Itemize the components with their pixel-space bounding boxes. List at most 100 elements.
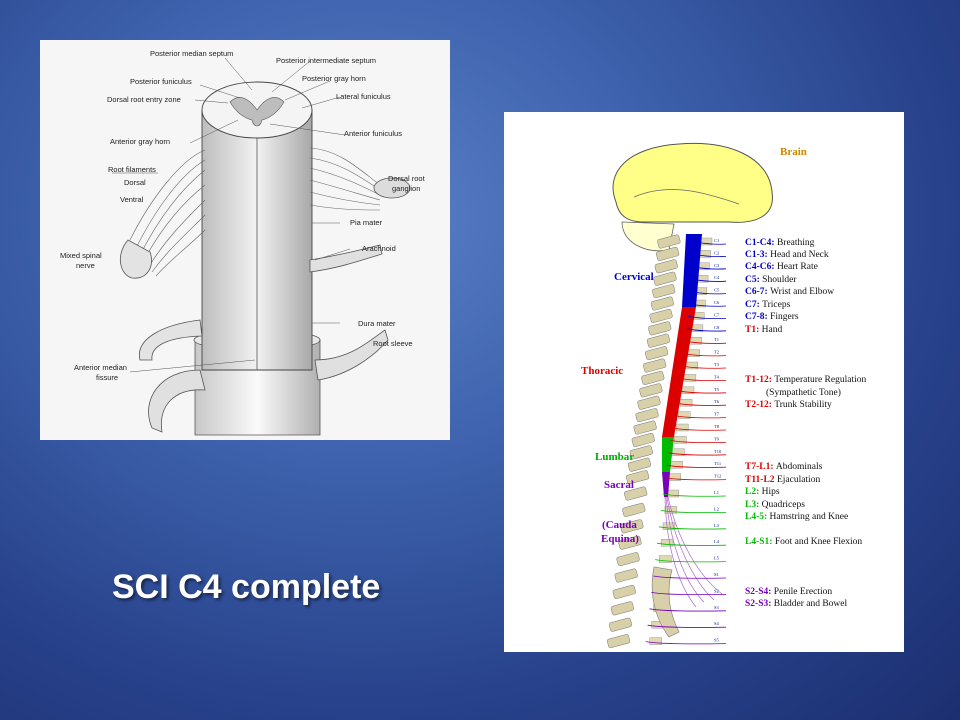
function-text: Triceps	[762, 300, 790, 310]
function-segment: C1-C4:	[745, 238, 777, 248]
vertebra-body	[627, 457, 652, 472]
function-text: Shoulder	[762, 275, 797, 285]
vertebra-body	[606, 634, 631, 649]
function-segment: S2-S4:	[745, 587, 774, 597]
root-sleeve-right-mid	[309, 244, 383, 273]
segment-label: T8	[714, 424, 720, 429]
nerve-line	[658, 526, 727, 530]
vertebra-body	[625, 470, 650, 485]
brain-label: Brain	[780, 146, 807, 158]
label-dorsal-root: Dorsal root	[388, 174, 426, 183]
function-segment: C6-7:	[745, 287, 770, 297]
nerve-line	[662, 493, 727, 497]
function-item: S2-S3: Bladder and Bowel	[745, 599, 847, 609]
function-item: C5: Shoulder	[745, 275, 797, 285]
function-segment: C7:	[745, 300, 762, 310]
function-text: Temperature Regulation	[774, 375, 866, 385]
nerve-line	[693, 266, 727, 270]
function-segment: T2-12:	[745, 400, 774, 410]
function-segment: C7-8:	[745, 312, 770, 322]
segment-label: L5	[714, 556, 720, 561]
nerve-line	[681, 365, 727, 369]
label-posterior-median-septum: Posterior median septum	[150, 49, 233, 58]
vertebra-process	[658, 555, 672, 563]
nerve-line	[655, 559, 727, 563]
label-anterior-median: Anterior median	[74, 363, 127, 372]
vertebra-body	[646, 333, 671, 348]
label-anterior-funiculus: Anterior funiculus	[344, 129, 402, 138]
nerve-line	[668, 452, 727, 456]
segment-label: T2	[714, 350, 719, 355]
function-item: T2-12: Trunk Stability	[745, 400, 832, 410]
region-lumbar: Lumbar	[595, 451, 634, 463]
segment-label: C8	[714, 325, 720, 330]
segment-label: C5	[714, 288, 720, 293]
brain-shape	[612, 142, 773, 223]
function-text: Foot and Knee Flexion	[775, 537, 863, 547]
vertebra-process	[674, 436, 687, 444]
function-segment: L4-S1:	[745, 537, 775, 547]
vertebra-body	[610, 601, 634, 616]
cord-cervical	[682, 234, 702, 307]
function-segment: L2:	[745, 487, 762, 497]
vertebra-body	[655, 246, 680, 261]
function-text: Heart Rate	[777, 262, 818, 272]
segment-label: S3	[714, 605, 720, 610]
brain-fold	[633, 189, 740, 205]
segment-label: C7	[714, 312, 720, 317]
segment-label: T3	[714, 362, 720, 367]
nerve-line	[685, 340, 727, 344]
vertebra-body	[657, 234, 681, 249]
sacrum-shape	[651, 566, 680, 638]
segment-label: C1	[714, 238, 719, 243]
nerve-line	[688, 316, 727, 320]
function-text: Head and Neck	[770, 250, 829, 260]
vertebra-body	[652, 284, 676, 299]
label-fissure: fissure	[96, 373, 118, 382]
vertebra-body	[654, 259, 678, 274]
root-filaments-right	[309, 147, 381, 211]
vertebra-body	[608, 617, 633, 632]
vertebra-process	[649, 637, 662, 645]
vertebra-process	[681, 386, 695, 394]
label-dorsal-root-entry-zone: Dorsal root entry zone	[107, 95, 181, 104]
nerve-line	[660, 510, 727, 514]
nerve-line	[695, 241, 727, 245]
function-text: Penile Erection	[774, 587, 833, 597]
nerve-line	[674, 415, 727, 419]
dorsal-root-ganglion-shape	[373, 177, 411, 199]
nerve-line	[657, 542, 727, 546]
vertebra-body	[622, 502, 646, 517]
nerve-line	[689, 303, 727, 307]
function-item: C1-3: Head and Neck	[745, 250, 829, 260]
function-segment: S2-S3:	[745, 599, 774, 609]
label-posterior-gray-horn: Posterior gray horn	[302, 74, 366, 83]
function-text: Fingers	[770, 312, 799, 322]
function-item: C6-7: Wrist and Elbow	[745, 287, 834, 297]
label-mixed-spinal: Mixed spinal	[60, 251, 102, 260]
vertebra-process	[672, 448, 685, 456]
vertebra-body	[639, 383, 663, 398]
vertebra-body	[612, 584, 636, 599]
segment-label: T7	[714, 412, 720, 417]
function-item: T11-L2 Ejaculation	[745, 475, 820, 485]
function-segment: T7-L1:	[745, 462, 776, 472]
segment-label: T10	[714, 449, 722, 454]
nerve-line	[649, 608, 727, 612]
region-equina: Equina)	[601, 533, 639, 545]
segment-label: T1	[714, 337, 719, 342]
vertebra-body	[653, 271, 677, 286]
nerve-line	[690, 291, 727, 295]
function-text: Trunk Stability	[774, 400, 832, 410]
function-text: Quadriceps	[762, 500, 806, 510]
nerve-line	[653, 575, 727, 579]
function-segment: T1-12:	[745, 375, 774, 385]
vertebra-body	[641, 370, 665, 385]
label-lateral-funiculus: Lateral funiculus	[336, 92, 391, 101]
segment-labels: C1C2C3C4C5C6C7C8T1T2T3T4T5T6T7T8T9T10T11…	[714, 238, 722, 643]
segment-label: T12	[714, 474, 721, 479]
function-segment: T11-L2	[745, 475, 777, 485]
function-segment: C4-C6:	[745, 262, 777, 272]
function-text: Breathing	[777, 238, 815, 248]
